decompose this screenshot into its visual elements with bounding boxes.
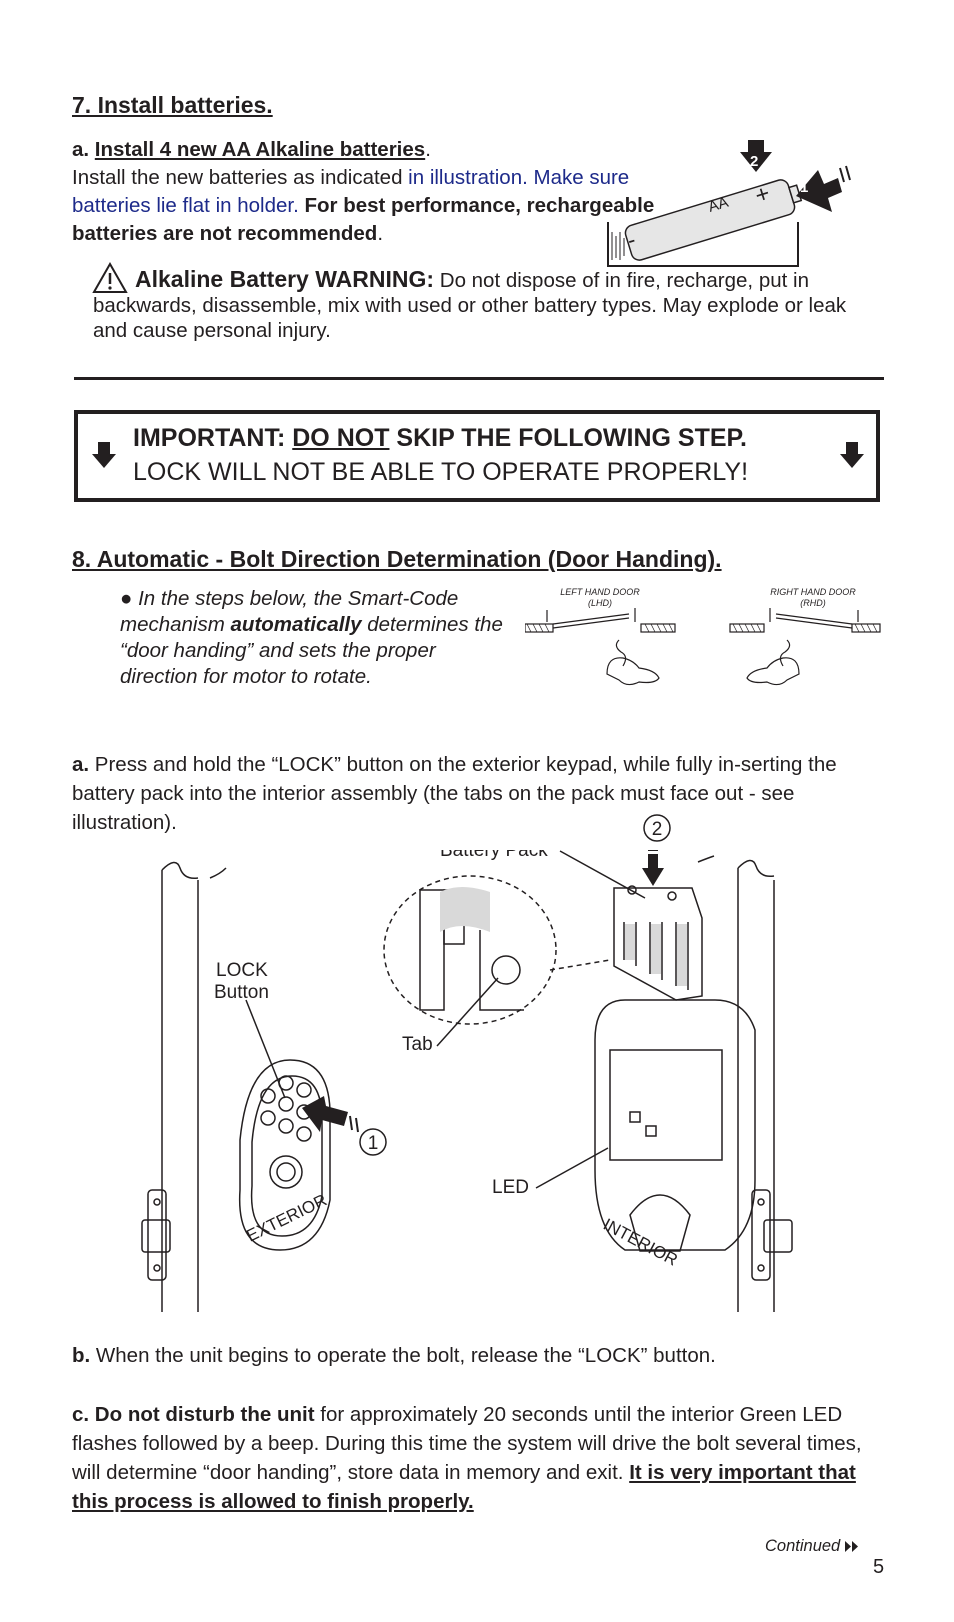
interior-label: INTERIOR [600,1215,681,1270]
warning-title: Alkaline Battery WARNING: [135,266,435,292]
lock-button-label-1: LOCK [216,960,268,981]
battery-pack-label: Battery Pack [440,850,548,861]
lock-button-label-2: Button [214,982,269,1003]
lhd-label: LEFT HAND DOOR [560,587,640,597]
step-c-instructions: c. Do not disturb the unit for approxima… [72,1403,862,1513]
battery-installation-figure: 1 Battery Pack LOCK Button Tab LED EXTER… [141,850,793,1312]
callout-2-marker: 2 [643,814,671,842]
do-not-emphasis: DO NOT [292,424,390,452]
recommendation-text: For best performance, rechargeable batte… [72,194,655,245]
step-b-instructions: b. When the unit begins to operate the b… [72,1344,716,1367]
section-divider [74,377,884,380]
arrow-left-icon [796,165,851,212]
arrow-down-icon [642,850,664,886]
important-line-1: IMPORTANT: DO NOT SKIP THE FOLLOWING STE… [133,424,747,452]
arrow-down-icon [740,140,772,172]
callout-1: 1 [368,1133,379,1154]
arrow-down-icon [840,442,864,468]
double-arrow-right-icon [844,1541,858,1553]
important-notice-box [74,410,880,502]
rhd-label: RIGHT HAND DOOR [770,587,856,597]
exterior-label: EXTERIOR [243,1190,329,1245]
lhd-abbrev: (LHD) [588,598,612,608]
step-a-title: Install 4 new AA Alkaline batteries [94,138,426,161]
step-a-instructions: a. Press and hold the “LOCK” button on t… [72,753,837,834]
battery-warning: Alkaline Battery WARNING: Do not dispose… [93,267,883,343]
tab-label: Tab [402,1034,433,1055]
step-a-label: a. [72,138,95,161]
callout-1-circle [359,1128,387,1156]
arrow-down-icon [92,442,116,468]
important-line-2: LOCK WILL NOT BE ABLE TO OPERATE PROPERL… [133,458,749,486]
warning-triangle-icon [92,262,128,293]
section-7-paragraph: a. Install 4 new AA Alkaline batteries. … [72,138,655,245]
bullet-icon: ● [120,587,133,610]
important-process-note: It is very important that this process i… [72,1461,856,1513]
install-text-blue: in illustration. Make sure batteries lie… [72,166,630,217]
section-7-heading: 7. Install batteries. [72,92,273,118]
callout-2: 2 [652,819,663,840]
battery-illustration: AA + - 2 1 [607,140,851,267]
warning-text: Do not dispose of in fire, recharge, put… [93,269,847,342]
door-handing-diagram: LEFT HAND DOOR (LHD) RIGHT HAND DOOR (RH… [525,587,881,686]
battery-aa-label: AA [706,194,730,216]
arrow-left-icon [302,1096,359,1133]
led-label: LED [492,1177,529,1198]
door-handing-bullet: ● In the steps below, the Smart-Code mec… [120,587,503,688]
callout-1: 1 [800,179,808,196]
page-number: 5 [873,1556,885,1578]
section-8-heading: 8. Automatic - Bolt Direction Determinat… [72,546,722,572]
install-text: Install the new batteries as indicated [72,166,409,189]
callout-2: 2 [750,153,758,170]
continued-indicator: Continued [765,1537,859,1556]
rhd-abbrev: (RHD) [800,598,826,608]
